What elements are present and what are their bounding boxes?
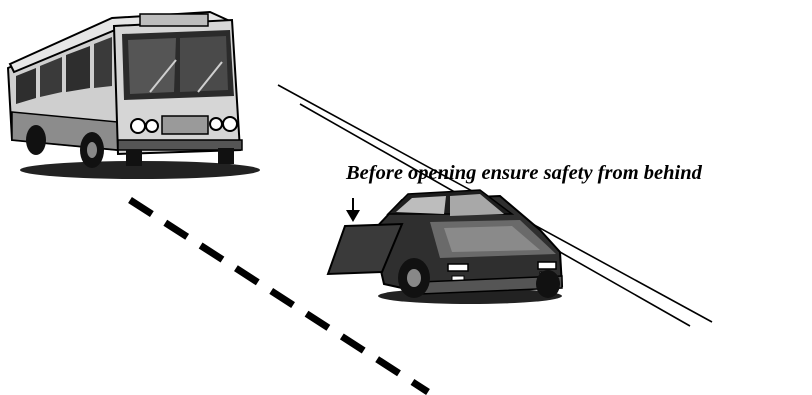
car-icon: [372, 190, 562, 304]
bus-icon: [8, 12, 260, 179]
down-arrow-icon: [346, 198, 360, 222]
